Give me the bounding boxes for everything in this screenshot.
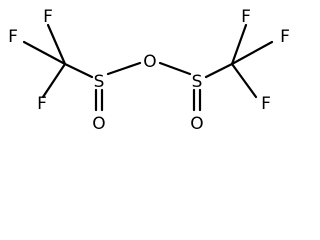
sulfur-right-label: S	[192, 72, 203, 92]
bond-c2-f-top	[230, 23, 248, 66]
bond-c1-f-lower	[41, 62, 67, 99]
fluorine-right-top-label: F	[241, 7, 251, 27]
bond-c2-f-lower	[230, 62, 258, 99]
oxygen-bridge-label: O	[143, 52, 156, 72]
oxygen-right-label: O	[190, 114, 203, 134]
bond-o-bridge-s2	[158, 61, 192, 76]
oxygen-left-label: O	[92, 114, 105, 134]
fluorine-left-lower-label: F	[37, 94, 47, 114]
bond-c2-f-upper	[230, 40, 274, 66]
molecule-canvas: F F F S O S O O F F F	[8, 7, 290, 134]
structure-diagram: F F F S O S O O F F F	[8, 7, 290, 134]
bond-s1-o-bridge	[106, 61, 142, 76]
sulfur-left-label: S	[94, 72, 105, 92]
bond-c1-f-upper	[22, 40, 67, 66]
fluorine-left-upper-label: F	[8, 27, 18, 47]
fluorine-right-lower-label: F	[261, 94, 271, 114]
bond-s2-c2	[204, 62, 234, 79]
fluorine-right-upper-label: F	[280, 27, 290, 47]
fluorine-left-top-label: F	[43, 7, 53, 27]
bond-c1-s1	[63, 62, 94, 79]
bond-c1-f-top	[46, 23, 67, 66]
